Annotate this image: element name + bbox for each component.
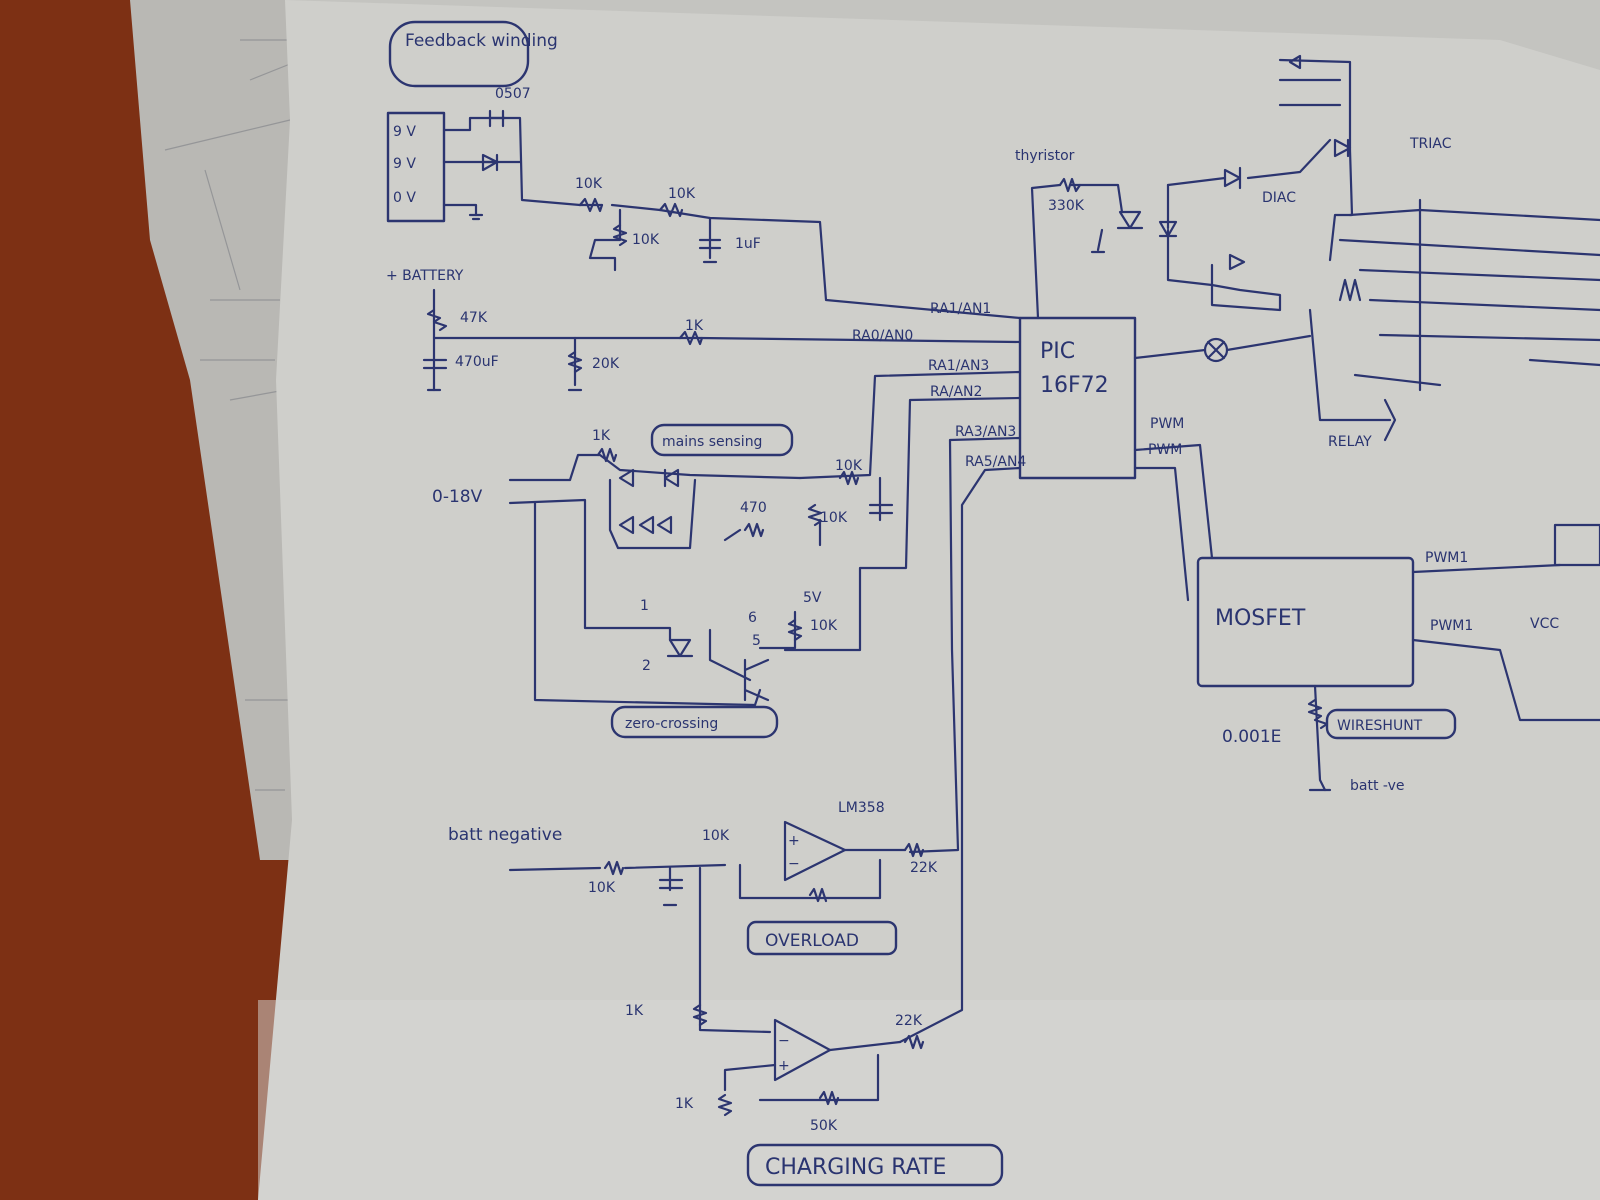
diac-label: DIAC <box>1262 190 1296 206</box>
mosfet-label: MOSFET <box>1215 606 1306 631</box>
relay-label: RELAY <box>1328 434 1372 450</box>
svg-text:+: + <box>788 833 800 849</box>
label-ra2: RA/AN2 <box>930 384 982 400</box>
label-r22k-b: 22K <box>895 1013 923 1029</box>
label-pin5: 5 <box>752 633 761 649</box>
label-pwm-out2: PWM1 <box>1430 618 1473 634</box>
label-r10k-e: 10K <box>820 510 848 526</box>
label-pin1: 1 <box>640 598 649 614</box>
label-batt-neg-out: batt -ve <box>1350 778 1404 794</box>
zero-crossing-label: zero-crossing <box>625 716 718 732</box>
label-ra1: RA1/AN1 <box>930 301 991 317</box>
label-5v: 5V <box>803 590 822 606</box>
label-r10k-d: 10K <box>835 458 863 474</box>
label-pin6: 6 <box>748 610 757 626</box>
label-pwm2: PWM <box>1148 442 1182 458</box>
opamp-pin-marks: + − − + <box>778 833 800 1074</box>
lm358-label: LM358 <box>838 800 885 816</box>
triac-label: TRIAC <box>1409 136 1452 152</box>
label-r20k: 20K <box>592 356 620 372</box>
label-pwm1: PWM <box>1150 416 1184 432</box>
label-r1k-a: 1K <box>685 318 704 334</box>
paper-sheet <box>258 0 1600 1200</box>
label-pin2: 2 <box>642 658 651 674</box>
feedback-num-label: 0507 <box>495 86 531 102</box>
label-9v-a: 9 V <box>393 124 416 140</box>
label-r10k-c: 10K <box>632 232 660 248</box>
label-battery-plus: + BATTERY <box>386 268 464 284</box>
pic-label: PIC <box>1040 339 1075 364</box>
component-symbols <box>422 54 1397 1117</box>
label-r50k: 50K <box>810 1118 838 1134</box>
label-r1k-b: 1K <box>592 428 611 444</box>
svg-text:+: + <box>778 1058 790 1074</box>
feedback-winding-label: Feedback winding <box>405 31 558 51</box>
label-1uf: 1uF <box>735 236 761 252</box>
schematic-labels: Feedback winding 0507 9 V 9 V 0 V 10K 10… <box>386 31 1559 1180</box>
label-r10k-h: 10K <box>702 828 730 844</box>
mains-sensing-label: mains sensing <box>662 434 762 450</box>
label-0-18v: 0-18V <box>432 487 483 507</box>
label-r47k: 47K <box>460 310 488 326</box>
label-ra5: RA5/AN4 <box>965 454 1026 470</box>
label-pwm-out1: PWM1 <box>1425 550 1468 566</box>
label-r470: 470 <box>740 500 767 516</box>
label-shunt-value: 0.001E <box>1222 727 1281 747</box>
label-0v: 0 V <box>393 190 416 206</box>
charging-rate-label: CHARGING RATE <box>765 1155 946 1180</box>
wire-shunt-label: WIRESHUNT <box>1337 718 1423 734</box>
label-r1k-c: 1K <box>625 1003 644 1019</box>
label-ra1b: RA1/AN3 <box>928 358 989 374</box>
label-9v-b: 9 V <box>393 156 416 172</box>
overload-label: OVERLOAD <box>765 931 859 951</box>
circuit-wires <box>386 20 1600 1187</box>
label-r10k-f: 10K <box>810 618 838 634</box>
label-r10k-b: 10K <box>668 186 696 202</box>
thyristor-label: thyristor <box>1015 148 1075 164</box>
label-ra0: RA0/AN0 <box>852 328 913 344</box>
svg-text:−: − <box>788 856 800 872</box>
label-r330k: 330K <box>1048 198 1085 214</box>
pic-model-label: 16F72 <box>1040 373 1109 398</box>
label-r10k-a: 10K <box>575 176 603 192</box>
label-r1k-d: 1K <box>675 1096 694 1112</box>
underlying-paper <box>130 0 300 860</box>
label-vcc: VCC <box>1530 616 1559 632</box>
label-ra3: RA3/AN3 <box>955 424 1016 440</box>
label-batt-negative: batt negative <box>448 825 562 845</box>
svg-text:−: − <box>778 1033 790 1049</box>
label-r10k-g: 10K <box>588 880 616 896</box>
label-470uf: 470uF <box>455 354 499 370</box>
label-r22k-a: 22K <box>910 860 938 876</box>
